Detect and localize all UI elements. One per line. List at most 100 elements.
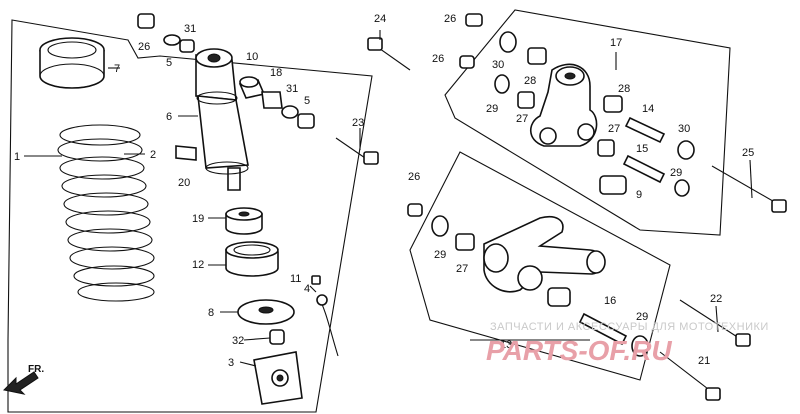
label-26d: 26 (408, 171, 420, 183)
spring-part (57, 124, 155, 302)
bearing-28b (603, 95, 623, 113)
label-13: 13 (500, 339, 512, 351)
shock-linkage (529, 63, 598, 147)
label-5b: 5 (304, 95, 310, 107)
washer-31b (281, 105, 299, 119)
bush-18 (261, 91, 283, 109)
label-24: 24 (374, 13, 386, 25)
cushion-arm (483, 216, 606, 293)
nut-5a (179, 39, 195, 53)
label-29a: 29 (486, 103, 498, 115)
label-19: 19 (192, 213, 204, 225)
watermark-tagline: ЗАПЧАСТИ И АКСЕССУАРЫ ДЛЯ МОТОТЕХНИКИ (490, 321, 769, 333)
label-23: 23 (352, 117, 364, 129)
label-3: 3 (228, 357, 234, 369)
label-9: 9 (636, 189, 642, 201)
label-7: 7 (114, 63, 120, 75)
label-11: 11 (290, 273, 301, 285)
washer-31a (163, 34, 181, 46)
label-2: 2 (150, 149, 156, 161)
leader-lines (24, 30, 753, 367)
label-27a: 27 (516, 113, 528, 125)
label-1: 1 (14, 151, 20, 163)
collar-part (39, 37, 105, 89)
bolt-22 (679, 299, 751, 347)
label-6: 6 (166, 111, 172, 123)
label-14: 14 (642, 103, 654, 115)
label-26b: 26 (444, 13, 456, 25)
seal-30b (677, 140, 695, 160)
label-25: 25 (742, 147, 754, 159)
collar-10 (238, 76, 266, 99)
collar-16 (578, 312, 628, 346)
label-29d: 29 (636, 311, 648, 323)
shock-absorber (195, 48, 249, 191)
hose-clip (316, 294, 339, 357)
nut-26a (137, 13, 155, 29)
label-21: 21 (698, 355, 710, 367)
label-31b: 31 (286, 83, 298, 95)
watermark-logo: PARTS-OF.RU (486, 335, 672, 366)
label-30b: 30 (678, 123, 690, 135)
bearing-collar (547, 287, 571, 307)
spring-seat-plate (237, 299, 295, 325)
label-plate (175, 145, 197, 161)
label-31a: 31 (184, 23, 196, 35)
bush-part (269, 329, 285, 345)
adjuster-ring (225, 241, 279, 277)
collar-14 (624, 116, 666, 144)
collar-15 (622, 154, 666, 184)
label-26c: 26 (432, 53, 444, 65)
nut-26d (407, 203, 423, 217)
label-20: 20 (178, 177, 190, 189)
label-5a: 5 (166, 57, 172, 69)
bearing-28a (527, 47, 547, 65)
lower-bracket (253, 351, 303, 405)
label-22: 22 (710, 293, 722, 305)
label-28b: 28 (618, 83, 630, 95)
nut-5b (297, 113, 315, 129)
label-18: 18 (270, 67, 282, 79)
front-label: FR. (28, 364, 44, 375)
seal-29c (431, 215, 449, 237)
linkage-group-frame (444, 9, 731, 236)
bearing-27b (597, 139, 615, 157)
nut-26b (465, 13, 483, 27)
bolt-21 (659, 351, 721, 401)
label-29c: 29 (434, 249, 446, 261)
label-4: 4 (304, 283, 310, 295)
label-29b: 29 (670, 167, 682, 179)
watermark: ЗАПЧАСТИ И АКСЕССУАРЫ ДЛЯ МОТОТЕХНИКИ PA… (486, 321, 769, 366)
nut-26c (459, 55, 475, 69)
bearing-27a (517, 91, 535, 109)
bearing-27c (455, 233, 475, 251)
label-17: 17 (610, 37, 622, 49)
bolt-25 (711, 165, 787, 213)
label-10: 10 (246, 51, 258, 63)
seal-29b (674, 179, 690, 197)
seal-30a (499, 31, 517, 53)
label-15: 15 (636, 143, 648, 155)
label-12: 12 (192, 259, 204, 271)
label-8: 8 (208, 307, 214, 319)
bump-stopper (225, 207, 263, 235)
label-30a: 30 (492, 59, 504, 71)
label-27c: 27 (456, 263, 468, 275)
part-labels: 1 2 7 26 5 31 6 10 18 31 5 20 19 12 11 4… (14, 13, 754, 369)
label-26a: 26 (138, 41, 150, 53)
shock-group-frame (7, 19, 373, 413)
label-28a: 28 (524, 75, 536, 87)
seal-29a (494, 74, 510, 94)
small-bolt (311, 275, 321, 285)
bolt-24 (367, 37, 411, 71)
arm-group-frame (409, 151, 671, 381)
label-27b: 27 (608, 123, 620, 135)
label-16: 16 (604, 295, 616, 307)
collar-9 (599, 175, 627, 195)
seal-29d (631, 335, 649, 357)
label-32: 32 (232, 335, 244, 347)
front-direction-arrow: FR. (2, 364, 44, 395)
bolt-23 (335, 137, 379, 165)
